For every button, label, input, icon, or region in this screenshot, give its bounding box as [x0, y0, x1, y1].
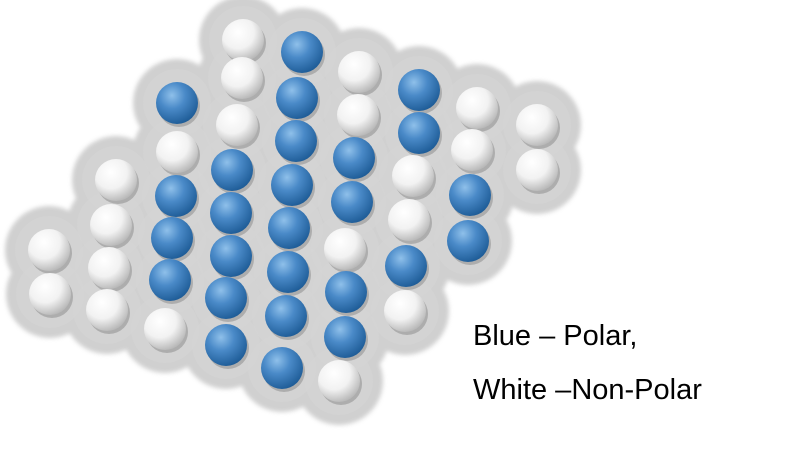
polar-bead	[331, 181, 373, 223]
bead-layer	[28, 19, 560, 405]
nonpolar-bead	[86, 289, 128, 331]
polar-bead	[205, 324, 247, 366]
polar-bead	[281, 31, 323, 73]
polar-bead	[210, 235, 252, 277]
polar-bead	[261, 347, 303, 389]
polar-bead	[275, 120, 317, 162]
nonpolar-bead	[392, 155, 434, 197]
nonpolar-bead	[95, 159, 137, 201]
nonpolar-bead	[222, 19, 264, 61]
nonpolar-bead	[156, 131, 198, 173]
nonpolar-bead	[338, 51, 380, 93]
polar-bead	[268, 207, 310, 249]
nonpolar-bead	[516, 104, 558, 146]
polar-bead	[210, 192, 252, 234]
polar-bead	[325, 271, 367, 313]
polar-bead	[385, 245, 427, 287]
polar-bead	[333, 137, 375, 179]
polar-bead	[447, 220, 489, 262]
nonpolar-bead	[324, 228, 366, 270]
polar-bead	[324, 316, 366, 358]
legend-nonpolar-label: White –Non-Polar	[473, 374, 702, 406]
nonpolar-bead	[28, 229, 70, 271]
nonpolar-bead	[29, 273, 71, 315]
polar-bead	[211, 149, 253, 191]
nonpolar-bead	[318, 360, 360, 402]
polar-bead	[149, 259, 191, 301]
nonpolar-bead	[516, 149, 558, 191]
polar-bead	[271, 164, 313, 206]
nonpolar-bead	[144, 308, 186, 350]
nonpolar-bead	[221, 57, 263, 99]
nonpolar-bead	[88, 247, 130, 289]
polar-bead	[265, 295, 307, 337]
legend-polar-label: Blue – Polar,	[473, 320, 638, 352]
polar-bead	[155, 175, 197, 217]
polar-bead	[267, 251, 309, 293]
polar-bead	[156, 82, 198, 124]
polar-bead	[205, 277, 247, 319]
nonpolar-bead	[451, 129, 493, 171]
nonpolar-bead	[216, 104, 258, 146]
nonpolar-bead	[384, 290, 426, 332]
polar-bead	[276, 77, 318, 119]
nonpolar-bead	[337, 94, 379, 136]
polar-bead	[398, 112, 440, 154]
polar-bead	[398, 69, 440, 111]
nonpolar-bead	[388, 199, 430, 241]
polar-bead	[151, 217, 193, 259]
polar-bead	[449, 174, 491, 216]
nonpolar-bead	[456, 87, 498, 129]
nonpolar-bead	[90, 204, 132, 246]
